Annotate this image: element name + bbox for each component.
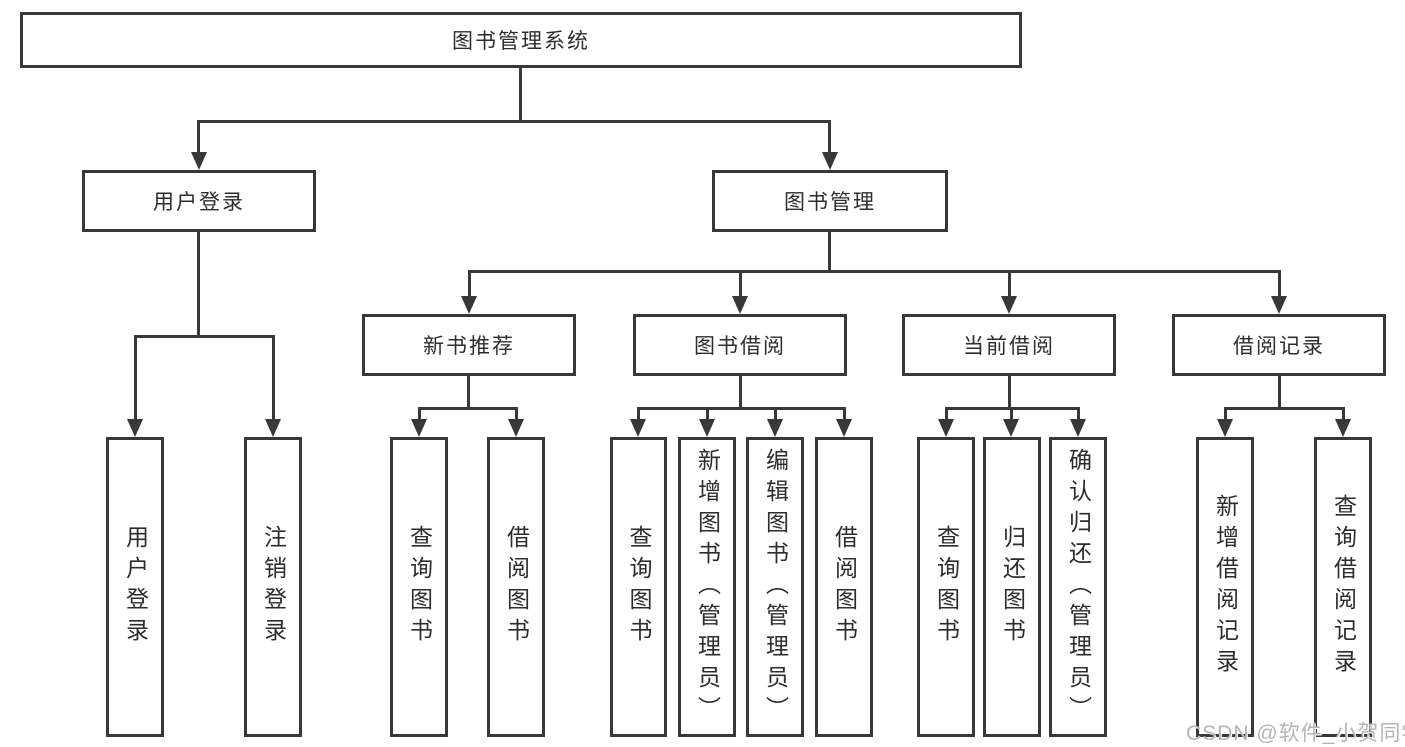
node-borrow-record-label: 借阅记录	[1233, 335, 1325, 358]
node-leaf-borrow-books: 借阅图书	[815, 437, 873, 737]
node-leaf-add-book-admin: 新增图书（管理员）	[678, 437, 736, 737]
connector-drop-level3	[739, 270, 742, 298]
leaf-label: 用户登录	[122, 525, 149, 649]
leaf-label: 确认归还（管理员）	[1065, 447, 1092, 727]
node-library-system-label: 图书管理系统	[452, 30, 590, 53]
arrow-down-icon	[732, 296, 748, 314]
node-leaf-query-books-current: 查询图书	[917, 437, 975, 737]
leaf-label: 查询图书	[406, 525, 433, 649]
connector-user-login-stem	[197, 232, 200, 337]
arrow-down-icon	[265, 419, 281, 437]
node-leaf-query-books-borrow: 查询图书	[610, 437, 667, 737]
node-current-borrow: 当前借阅	[902, 314, 1116, 376]
leaf-label: 注销登录	[260, 525, 287, 649]
arrow-down-icon	[191, 152, 207, 170]
csdn-watermark: CSDN @软件_小贺同学	[1186, 722, 1405, 745]
connector-drop-leaf	[637, 407, 640, 421]
arrow-down-icon	[508, 419, 524, 437]
arrow-down-icon	[938, 419, 954, 437]
node-leaf-confirm-return-admin: 确认归还（管理员）	[1049, 437, 1107, 737]
arrow-down-icon	[1217, 419, 1233, 437]
node-book-management-label: 图书管理	[784, 191, 876, 214]
node-leaf-logout: 注销登录	[244, 437, 302, 737]
arrow-down-icon	[822, 152, 838, 170]
connector-drop-book-management	[828, 120, 831, 154]
connector-drop-leaf	[272, 335, 275, 421]
connector-borrow-record-stem	[1278, 376, 1281, 409]
leaf-label: 查询图书	[626, 525, 652, 649]
connector-drop-leaf	[774, 407, 777, 421]
connector-level3-rail	[468, 270, 1280, 273]
connector-root-stem	[519, 68, 522, 121]
connector-drop-leaf	[1010, 407, 1013, 421]
arrow-down-icon	[630, 419, 646, 437]
connector-book-borrow-stem	[739, 376, 742, 409]
connector-drop-level3	[1008, 270, 1011, 298]
arrow-down-icon	[1271, 296, 1287, 314]
connector-borrow-record-rail	[1224, 407, 1344, 410]
node-book-borrow: 图书借阅	[633, 314, 847, 376]
node-library-system: 图书管理系统	[20, 12, 1022, 68]
leaf-label: 查询借阅记录	[1330, 494, 1357, 680]
node-user-login: 用户登录	[82, 170, 316, 232]
arrow-down-icon	[699, 419, 715, 437]
leaf-label: 新增图书（管理员）	[694, 447, 721, 727]
connector-user-login-rail	[134, 335, 275, 338]
connector-book-borrow-rail	[637, 407, 845, 410]
connector-drop-leaf	[706, 407, 709, 421]
arrow-down-icon	[1335, 419, 1351, 437]
node-new-book-recommend: 新书推荐	[362, 314, 576, 376]
leaf-label: 归还图书	[999, 525, 1026, 649]
connector-drop-user-login	[197, 120, 200, 154]
node-book-borrow-label: 图书借阅	[694, 335, 786, 358]
node-new-book-recommend-label: 新书推荐	[423, 335, 515, 358]
connector-drop-leaf	[1224, 407, 1227, 421]
connector-current-borrow-stem	[1008, 376, 1011, 409]
connector-drop-level3	[1278, 270, 1281, 298]
node-leaf-edit-book-admin: 编辑图书（管理员）	[746, 437, 804, 737]
connector-drop-leaf	[1077, 407, 1080, 421]
leaf-label: 查询图书	[933, 525, 960, 649]
node-leaf-return-book: 归还图书	[983, 437, 1041, 737]
leaf-label: 借阅图书	[503, 525, 530, 649]
node-book-management: 图书管理	[712, 170, 948, 232]
connector-new-book-stem	[467, 376, 470, 409]
arrow-down-icon	[767, 419, 783, 437]
arrow-down-icon	[1003, 419, 1019, 437]
node-borrow-record: 借阅记录	[1172, 314, 1386, 376]
arrow-down-icon	[411, 419, 427, 437]
node-leaf-query-books-recommend: 查询图书	[390, 437, 448, 737]
arrow-down-icon	[836, 419, 852, 437]
leaf-label: 编辑图书（管理员）	[762, 447, 789, 727]
arrow-down-icon	[1070, 419, 1086, 437]
leaf-label: 借阅图书	[831, 525, 858, 649]
node-user-login-label: 用户登录	[153, 191, 245, 214]
connector-drop-level3	[468, 270, 471, 298]
node-leaf-user-login: 用户登录	[106, 437, 164, 737]
leaf-label: 新增借阅记录	[1212, 494, 1239, 680]
arrow-down-icon	[1001, 296, 1017, 314]
connector-level2-rail	[198, 120, 831, 123]
connector-drop-leaf	[843, 407, 846, 421]
connector-new-book-rail	[418, 407, 517, 410]
arrow-down-icon	[127, 419, 143, 437]
connector-drop-leaf	[134, 335, 137, 421]
node-leaf-borrow-books-recommend: 借阅图书	[487, 437, 545, 737]
node-leaf-query-borrow-record: 查询借阅记录	[1314, 437, 1372, 737]
connector-drop-leaf	[515, 407, 518, 421]
connector-drop-leaf	[1342, 407, 1345, 421]
node-current-borrow-label: 当前借阅	[963, 335, 1055, 358]
node-leaf-add-borrow-record: 新增借阅记录	[1196, 437, 1254, 737]
connector-book-management-stem	[828, 232, 831, 272]
arrow-down-icon	[461, 296, 477, 314]
connector-drop-leaf	[945, 407, 948, 421]
connector-drop-leaf	[418, 407, 421, 421]
